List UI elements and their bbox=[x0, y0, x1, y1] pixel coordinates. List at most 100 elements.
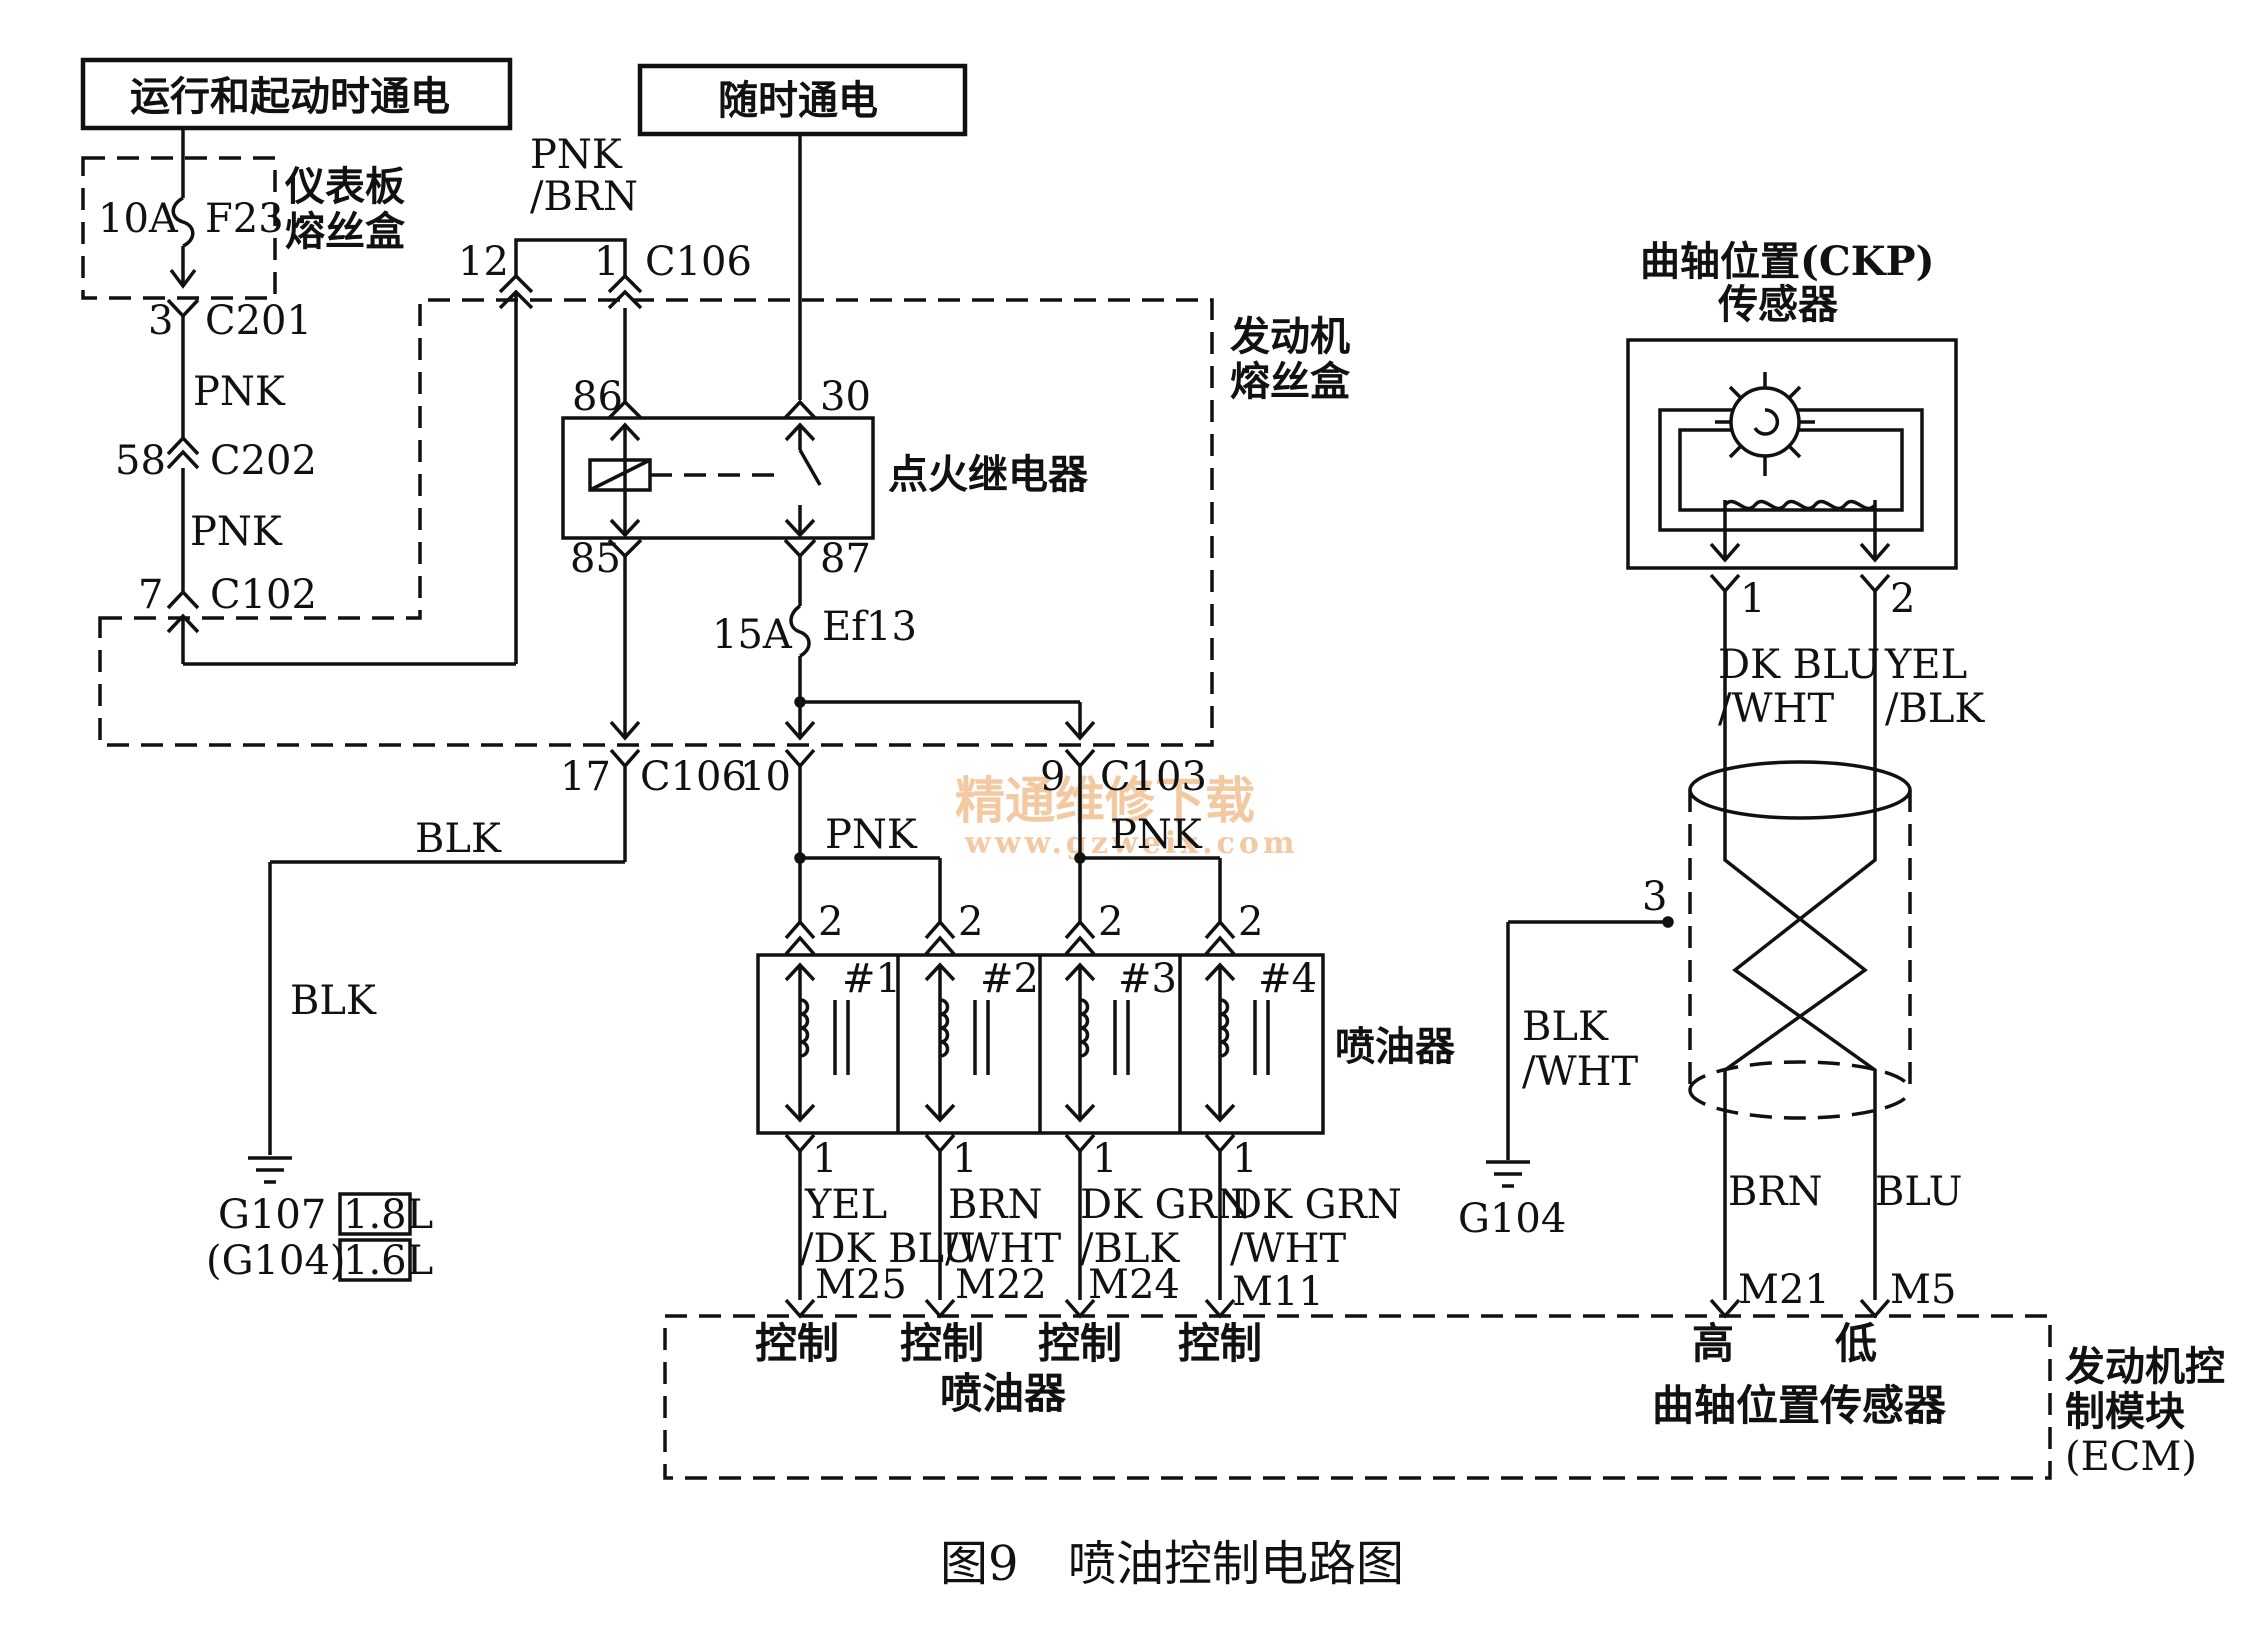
shielded-twisted-pair bbox=[1688, 760, 1912, 1240]
injector-3-pin-top: 2 bbox=[1098, 899, 1123, 945]
fuse-ef13-symbol bbox=[789, 604, 811, 658]
ckp-pin-2-connector bbox=[1859, 573, 1891, 594]
engine-fuse-box-boundary bbox=[98, 298, 1214, 747]
injector-4-output: 1 DK GRN /WHT M11 bbox=[1204, 1133, 1402, 1319]
ecm-ckp-high: 高 bbox=[1692, 1319, 1734, 1368]
ecm-injector-group: 喷油器 bbox=[940, 1369, 1067, 1418]
ckp-pin-2: 2 bbox=[1890, 576, 1915, 622]
power-run-start-label: 运行和起动时通电 bbox=[130, 73, 450, 120]
connector-c106-bottom-label: C106 bbox=[640, 754, 747, 800]
ecm-ctrl-2: 控制 bbox=[900, 1319, 984, 1368]
ckp-wire-1-a: DK BLU bbox=[1718, 642, 1880, 688]
ckp-wire-2-b: /BLK bbox=[1885, 686, 1985, 732]
connector-c201-label: C201 bbox=[205, 298, 312, 344]
injector-4: 2 #4 bbox=[1204, 899, 1317, 1123]
ground-g104-label: G104 bbox=[1458, 1196, 1566, 1242]
connector-c106-bottom-pin17: 17 bbox=[560, 754, 611, 800]
wire-blu: BLU bbox=[1875, 1169, 1962, 1215]
relay-pin-30: 30 bbox=[820, 374, 871, 420]
injector-4-wire-2: /WHT bbox=[1230, 1226, 1346, 1272]
injector-3-ecm-pin: M24 bbox=[1088, 1262, 1180, 1308]
ecm-boundary bbox=[663, 1314, 2052, 1480]
ecm-title-1: 发动机控 bbox=[2065, 1343, 2225, 1390]
badge-1-8l bbox=[338, 1192, 412, 1236]
wire-blk-a: BLK bbox=[415, 816, 502, 862]
ckp-pin-1-connector bbox=[1709, 573, 1741, 594]
badge-1-6l bbox=[338, 1238, 412, 1282]
injector-2-wire-2: /WHT bbox=[945, 1226, 1061, 1272]
ckp-wire-2-a: YEL bbox=[1884, 642, 1967, 688]
ip-fuse-box-title-1: 仪表板 bbox=[284, 163, 405, 210]
ignition-relay-title: 点火继电器 bbox=[888, 451, 1089, 498]
figure-number: 图9 bbox=[940, 1536, 1019, 1592]
wire-blk-wht-1: BLK bbox=[1522, 1004, 1609, 1050]
ecm-ctrl-3: 控制 bbox=[1038, 1319, 1122, 1368]
connector-c106-top-pin1-label: 1 bbox=[594, 239, 619, 285]
wire-pnk-c: PNK bbox=[825, 812, 918, 858]
connector-c106-top-label: C106 bbox=[645, 239, 752, 285]
fuse-f23-amp: 10A bbox=[98, 196, 179, 242]
connector-c202-pin: 58 bbox=[115, 438, 166, 484]
wire-brn: BRN bbox=[1728, 1169, 1823, 1215]
watermark: 精通维修下载 www.gzweix.com bbox=[955, 771, 1299, 861]
injector-3-wire-1: DK GRN bbox=[1080, 1182, 1252, 1228]
injector-1-label: #1 bbox=[842, 956, 901, 1002]
injector-2-pin-bottom: 1 bbox=[952, 1136, 977, 1182]
ckp-wire-1-b: /WHT bbox=[1718, 686, 1834, 732]
injector-2-ecm-pin: M22 bbox=[955, 1262, 1047, 1308]
injector-4-pin-top: 2 bbox=[1238, 899, 1263, 945]
connector-c102-label: C102 bbox=[210, 572, 317, 618]
relay-pin-87: 87 bbox=[820, 536, 871, 582]
power-always-on-label: 随时通电 bbox=[718, 77, 878, 124]
injector-1-pin-top: 2 bbox=[818, 899, 843, 945]
injector-4-ecm-pin: M11 bbox=[1232, 1269, 1324, 1315]
badge-1-6l-text: 1.6L bbox=[343, 1238, 433, 1284]
ground-g107-label: G107 bbox=[218, 1192, 326, 1238]
watermark-text: 精通维修下载 bbox=[955, 771, 1255, 830]
injector-2-label: #2 bbox=[980, 956, 1039, 1002]
injector-4-wire-1: DK GRN bbox=[1230, 1182, 1402, 1228]
ip-fuse-box-title-2: 熔丝盒 bbox=[285, 208, 406, 255]
ckp-sensor-box bbox=[1626, 338, 1958, 570]
injector-2-wire-1: BRN bbox=[948, 1182, 1043, 1228]
badge-1-8l-text: 1.8L bbox=[343, 1192, 433, 1238]
connector-c103-pin: 9 bbox=[1040, 754, 1065, 800]
power-always-on-box bbox=[637, 63, 968, 137]
connector-c202-symbol bbox=[166, 449, 200, 470]
ckp-title-2: 传感器 bbox=[1717, 281, 1839, 328]
connector-c102-pin: 7 bbox=[138, 572, 163, 618]
wire-pnk-brn-1: PNK bbox=[530, 132, 623, 178]
injector-block-title: 喷油器 bbox=[1335, 1023, 1456, 1070]
relay-pin-86: 86 bbox=[572, 374, 623, 420]
injector-1-ecm-pin: M25 bbox=[815, 1262, 907, 1308]
fuse-f23-name: F23 bbox=[205, 196, 284, 242]
ecm-pin-m21: M21 bbox=[1738, 1267, 1830, 1313]
wire-blk-b: BLK bbox=[290, 978, 377, 1024]
connector-c106-bottom-pin10: 10 bbox=[740, 754, 791, 800]
ckp-reluctor-icon bbox=[1715, 372, 1815, 476]
injector-1-wire-2: /DK BLU bbox=[800, 1226, 976, 1272]
relay-pin-85: 85 bbox=[570, 536, 621, 582]
ckp-coil bbox=[1723, 499, 1877, 511]
ground-g107-icon bbox=[248, 1156, 292, 1184]
fuse-f23-symbol bbox=[171, 196, 195, 248]
injector-3-pin-bottom: 1 bbox=[1092, 1136, 1117, 1182]
connector-c106-bottom-symbol bbox=[609, 748, 641, 769]
engine-fuse-box-title-1: 发动机 bbox=[1230, 313, 1350, 360]
ecm-ctrl-4: 控制 bbox=[1178, 1319, 1262, 1368]
ecm-pin-m5: M5 bbox=[1890, 1267, 1956, 1313]
wire-pnk-brn-2: /BRN bbox=[530, 174, 638, 220]
wire-pnk-b: PNK bbox=[190, 509, 283, 555]
ground-g104-alt-label: (G104) bbox=[206, 1238, 346, 1284]
engine-fuse-box-title-2: 熔丝盒 bbox=[1230, 358, 1351, 405]
injector-2: 2 #2 bbox=[924, 899, 1042, 1133]
injector-1: 2 #1 bbox=[784, 899, 901, 1133]
watermark-url: www.gzweix.com bbox=[964, 826, 1299, 861]
injector-2-pin-top: 2 bbox=[958, 899, 983, 945]
power-run-start-box bbox=[80, 57, 513, 131]
wire-pnk-d: PNK bbox=[1110, 812, 1203, 858]
connector-c103-symbol bbox=[1064, 748, 1096, 769]
figure-title: 喷油控制电路图 bbox=[1068, 1536, 1404, 1592]
connector-c102-symbol bbox=[166, 589, 200, 610]
